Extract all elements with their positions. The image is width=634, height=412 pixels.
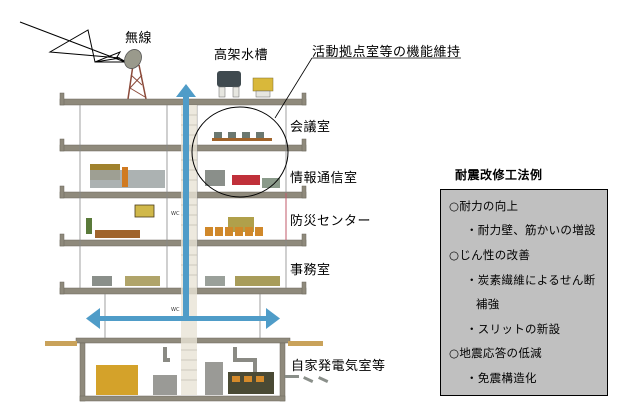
label-water-tank: 高架水槽 (214, 48, 269, 63)
method-item-continued: 補強 (476, 297, 500, 311)
label-generator-room: 自家発電気室等 (291, 359, 386, 374)
method-heading: ○地震応答の低減 (449, 346, 542, 360)
evacuation-arrow-icon (86, 308, 280, 329)
satellite-dish-icon (124, 49, 147, 100)
wc-sign: WC (171, 307, 180, 313)
method-item: ・炭素繊維によるせん断 (466, 273, 596, 287)
elevator-arrow-icon (176, 84, 196, 321)
method-heading: ○じん性の改善 (449, 248, 531, 262)
wc-sign: WC (171, 211, 180, 217)
radio-wave-icon (19, 21, 129, 64)
highlight-circle (191, 106, 289, 198)
label-disaster-center: 防災センター (290, 214, 372, 229)
method-item: ・スリットの新設 (466, 322, 561, 336)
leader-line (274, 57, 313, 119)
label-office: 事務室 (290, 263, 331, 278)
ground-right (288, 341, 323, 346)
label-communications-room: 情報通信室 (290, 171, 358, 186)
label-radio: 無線 (125, 31, 153, 46)
methods-panel-title: 耐震改修工法例 (455, 168, 543, 182)
label-function-maintenance: 活動拠点室等の機能維持 (312, 45, 461, 60)
method-item: ・免震構造化 (466, 371, 537, 385)
method-heading: ○耐力の向上 (449, 199, 519, 213)
method-item: ・耐力壁、筋かいの増設 (466, 223, 596, 237)
label-conference-room: 会議室 (290, 120, 331, 135)
water-tank-icon (217, 71, 274, 98)
ground-left (45, 341, 77, 346)
methods-panel: ○耐力の向上 ・耐力壁、筋かいの増設 ○じん性の改善 ・炭素繊維によるせん断 補… (440, 189, 608, 396)
